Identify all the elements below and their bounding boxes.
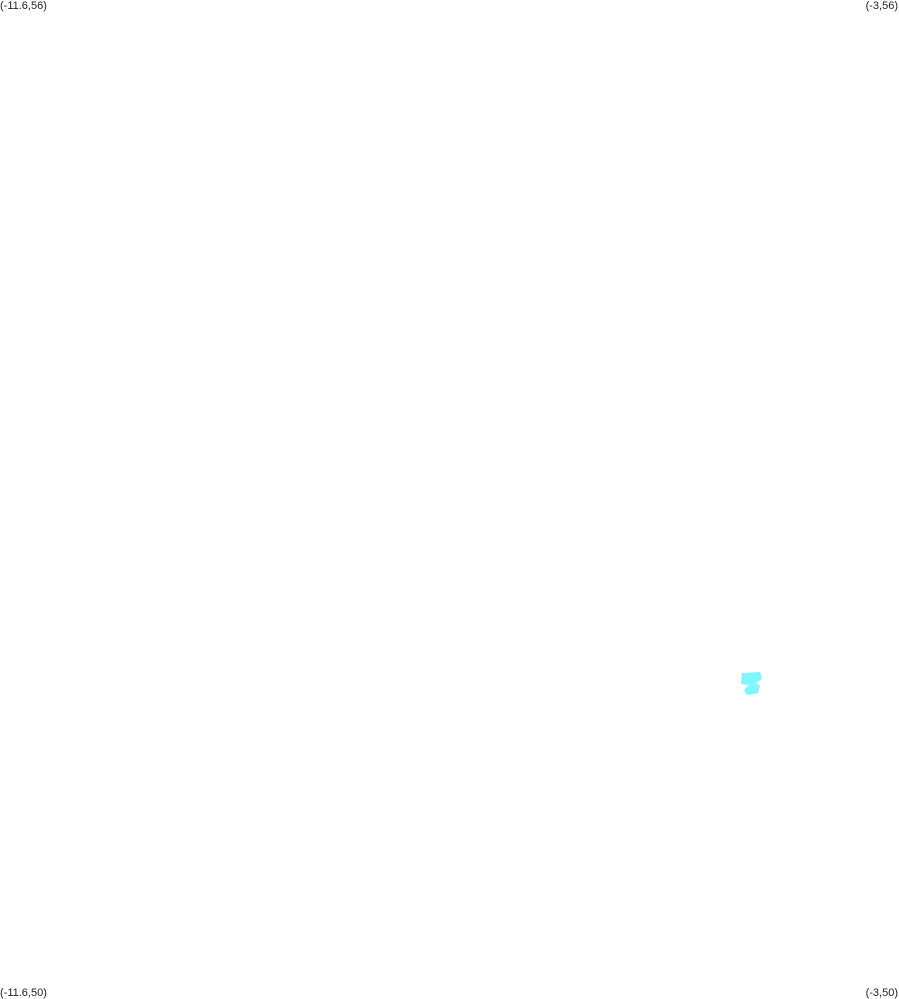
corner-label-top-right: (-3,56) bbox=[865, 0, 898, 12]
landmass-feature bbox=[741, 672, 762, 695]
island-shape bbox=[741, 672, 762, 695]
corner-label-top-left: (-11.6,56) bbox=[0, 0, 47, 12]
corner-label-bottom-right: (-3,50) bbox=[865, 987, 898, 999]
corner-label-bottom-left: (-11.6,50) bbox=[0, 987, 47, 999]
